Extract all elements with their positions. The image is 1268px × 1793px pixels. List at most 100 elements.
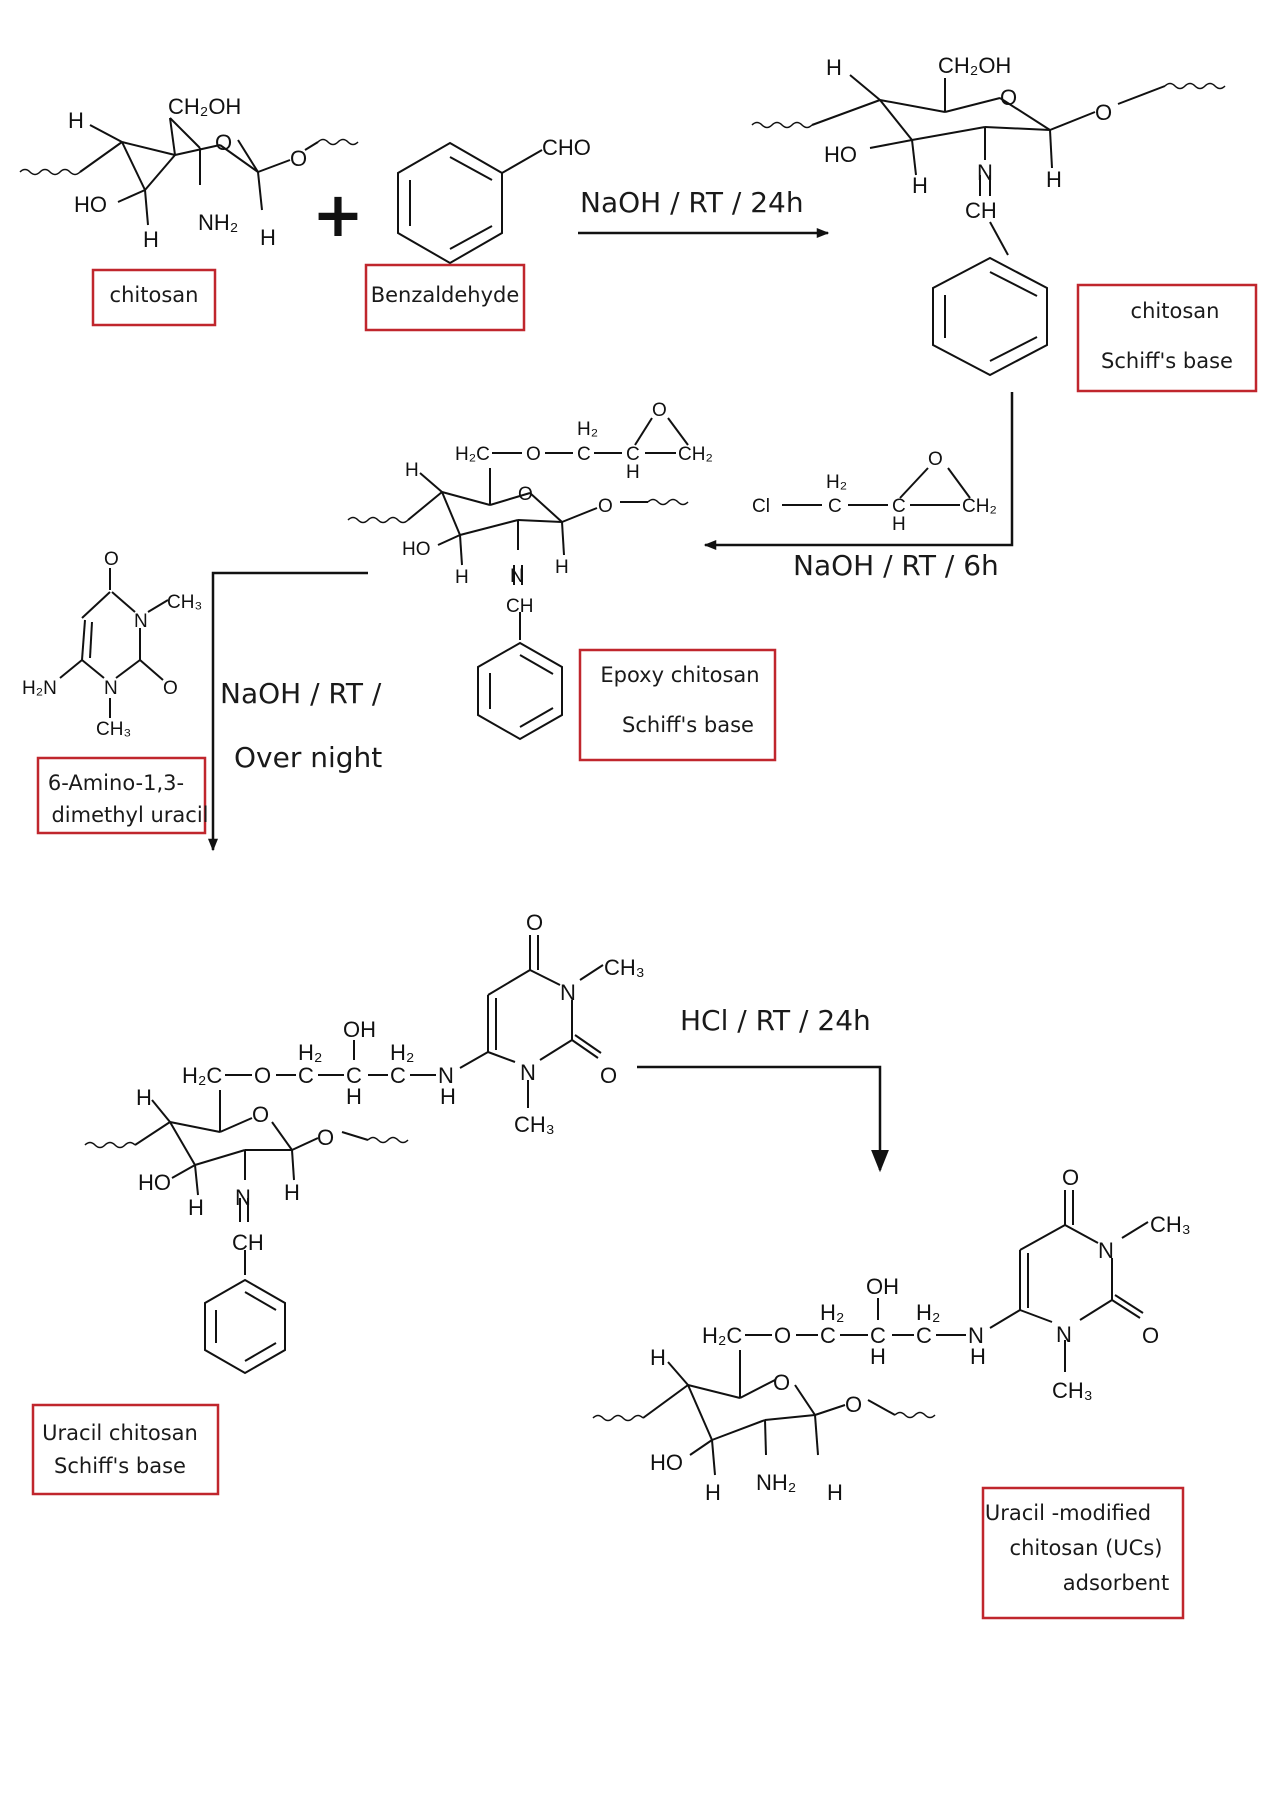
atom-label: O [1095,100,1112,125]
atom-label: C [298,1063,314,1088]
atom-label: C [390,1063,406,1088]
aminouracil-label-box [36,756,207,835]
step3-condition-line2: Over night [234,741,382,774]
chitosan-label: chitosan [110,283,199,307]
atom-label: N [977,160,993,185]
atom-label: H [827,1480,843,1505]
atom-label: O [526,910,543,935]
atom-label: N [520,1060,536,1085]
atom-label: H [555,557,569,578]
atom-label: H [912,173,928,198]
atom-label: O [317,1125,334,1150]
atom-label: NH₂ [198,210,238,235]
atom-label: H [892,514,906,535]
atom-label: CH₂ [962,496,997,517]
atom-label: OH [866,1274,899,1299]
atom-label: O [163,678,178,699]
atom-label: H [650,1345,666,1370]
atom-label: HO [650,1450,683,1475]
atom-label: H [705,1480,721,1505]
uracil-schiff-label-box [31,1403,220,1496]
atom-label: HO [402,539,431,560]
chitosan-schiff-base-structure: H CH₂OH O O HO H N H CH [751,53,1226,377]
epoxy-chitosan-label-box [578,648,777,762]
atom-label: C [892,496,906,517]
atom-label: H [970,1344,986,1369]
benzaldehyde-structure: CHO [397,135,591,265]
atom-label: CH₃ [1150,1212,1191,1237]
atom-label: H₂ [577,419,598,440]
atom-label: O [598,496,613,517]
atom-label: H [346,1084,362,1109]
atom-label: CH₃ [1052,1378,1093,1403]
atom-label: Cl [752,496,770,517]
atom-label: N [134,611,148,632]
atom-label: CH₂OH [938,53,1011,78]
atom-label: H₂C [455,444,490,465]
atom-label: O [773,1370,790,1395]
epoxy-label-line2: Schiff's base [622,713,754,737]
atom-label: H [260,225,276,250]
aminouracil-label-line2: dimethyl uracil [51,803,208,827]
atom-label: O [774,1323,791,1348]
atom-label: O [104,549,119,570]
atom-label: C [820,1323,836,1348]
atom-label: O [845,1392,862,1417]
atom-label: H₂ [820,1300,844,1325]
atom-label: C [828,496,842,517]
aminouracil-label-line1: 6-Amino-1,3- [48,771,184,795]
atom-label: N [968,1323,984,1348]
atom-label: O [215,130,232,155]
atom-label: C [870,1323,886,1348]
uracil-schiff-label-line2: Schiff's base [54,1454,186,1478]
chitosan-schiff-label-box [1076,283,1258,393]
atom-label: H₂ [916,1300,940,1325]
atom-label: O [928,449,943,470]
atom-label: H [455,567,469,588]
atom-label: H [68,108,84,133]
atom-label: CHO [542,135,591,160]
uracil-chitosan-schiff-base-structure: H₂C O H₂ C C H OH H₂ C N H O N CH₃ N O [84,910,645,1375]
atom-label: CH₃ [167,592,202,613]
step4-arrow [637,1065,889,1173]
atom-label: N [235,1185,251,1210]
atom-label: C [626,444,640,465]
atom-label: H₂ [390,1040,414,1065]
uracil-modified-chitosan-structure: H₂C O H₂ C C H OH H₂ C N H O N CH₃ N O [592,1165,1191,1505]
atom-label: H [826,55,842,80]
atom-label: H [405,460,419,481]
atom-label: HO [138,1170,171,1195]
atom-label: H₂C [182,1063,222,1088]
atom-label: OH [343,1017,376,1042]
atom-label: H₂ [826,472,847,493]
plus-sign: + [312,178,364,251]
step1-condition: NaOH / RT / 24h [580,186,804,219]
atom-label: N [560,980,576,1005]
atom-label: H [136,1085,152,1110]
atom-label: CH₃ [96,719,131,740]
atom-label: H [284,1180,300,1205]
atom-label: H₂N [22,678,57,699]
atom-label: O [652,400,667,421]
atom-label: N [438,1063,454,1088]
step2-condition: NaOH / RT / 6h [793,549,999,582]
atom-label: N [1098,1238,1114,1263]
atom-label: H [870,1344,886,1369]
atom-label: CH [965,198,997,223]
uracil-schiff-label-line1: Uracil chitosan [42,1421,198,1445]
epichlorohydrin-reagent: Cl H₂ C C H CH₂ O [752,449,997,535]
atom-label: O [290,146,307,171]
atom-label: CH [232,1230,264,1255]
atom-label: H [626,462,640,483]
atom-label: H₂ [298,1040,322,1065]
step3-arrow [208,571,368,852]
atom-label: O [254,1063,271,1088]
ucs-label-line2: chitosan (UCs) [1010,1536,1163,1560]
atom-label: N [510,566,524,587]
chitosan-schiff-label-line1: chitosan [1131,299,1220,323]
chitosan-schiff-label-line2: Schiff's base [1101,349,1233,373]
atom-label: HO [74,192,107,217]
ucs-label-box [981,1486,1185,1620]
atom-label: HO [824,142,857,167]
